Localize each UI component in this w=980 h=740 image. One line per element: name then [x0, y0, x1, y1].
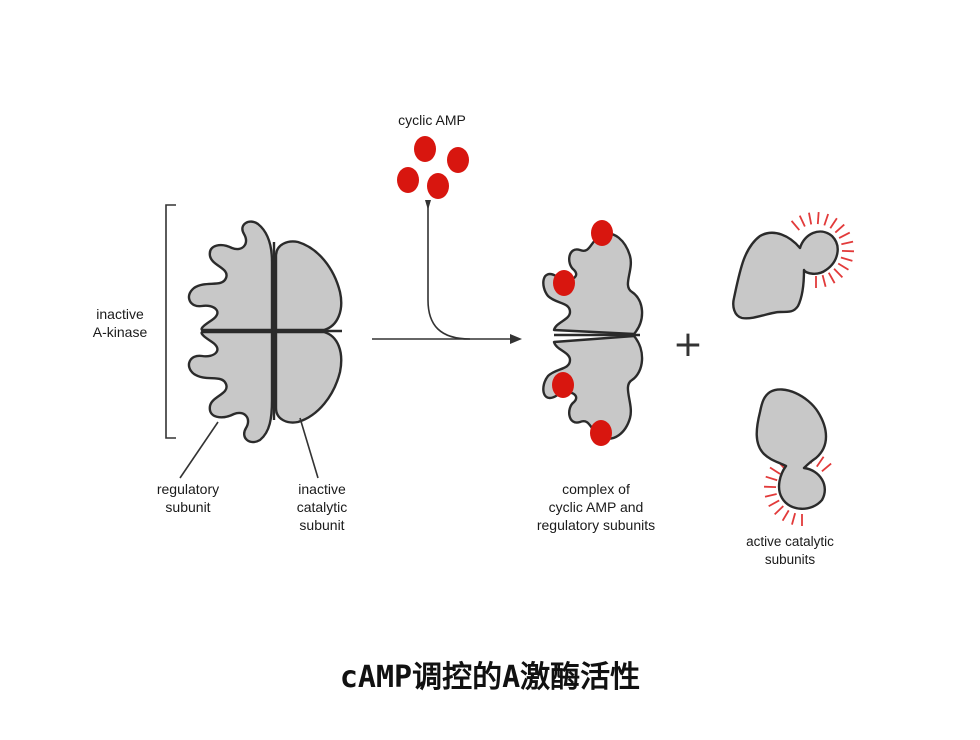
camp-molecule	[397, 167, 419, 193]
activity-ray	[829, 273, 835, 283]
activity-ray	[770, 467, 780, 473]
regulatory-label-line1: regulatory	[157, 481, 219, 497]
activity-ray	[830, 218, 837, 228]
slide-caption: cAMP调控的A激酶活性	[0, 652, 980, 696]
activity-ray	[792, 221, 800, 230]
activity-ray	[835, 225, 844, 233]
camp-molecule	[414, 136, 436, 162]
activity-ray	[818, 212, 819, 224]
catalytic-pointer	[300, 418, 318, 478]
activity-ray	[800, 216, 805, 227]
activity-ray	[769, 500, 780, 506]
camp-label: cyclic AMP	[398, 112, 466, 128]
catalytic-label-line1: inactive	[298, 481, 346, 497]
inactive-label-line2: A-kinase	[93, 324, 148, 340]
bound-camp	[552, 372, 574, 398]
activity-ray	[838, 264, 848, 270]
catalytic-subunit-top	[276, 242, 341, 330]
activity-ray	[841, 242, 853, 245]
camp-molecules	[397, 136, 469, 199]
regulatory-subunit-bottom	[189, 332, 272, 442]
catalytic-label-line3: subunit	[299, 517, 344, 533]
activity-ray	[823, 275, 826, 287]
bound-camp	[591, 220, 613, 246]
activity-ray	[822, 464, 831, 472]
active-catalytic-subunit-top	[733, 212, 854, 318]
activity-ray	[809, 213, 811, 225]
activity-ray	[765, 494, 777, 497]
active-catalytic-subunit-bottom	[757, 389, 831, 526]
inactive-a-kinase	[189, 222, 342, 442]
active-label-line1: active catalytic	[746, 534, 834, 549]
complex-label-line1: complex of	[562, 481, 630, 497]
camp-molecule	[427, 173, 449, 199]
complex-label-line3: regulatory subunits	[537, 517, 655, 533]
regulatory-label-line2: subunit	[165, 499, 210, 515]
active-label-line2: subunits	[765, 552, 816, 567]
catalytic-subunit-bottom	[276, 332, 341, 422]
reaction-arrow	[372, 200, 522, 344]
activity-ray	[841, 257, 852, 260]
activity-ray	[775, 506, 784, 514]
inactive-label-line1: inactive	[96, 306, 144, 322]
complex-label-line2: cyclic AMP and	[549, 499, 644, 515]
catalytic-label-line2: catalytic	[297, 499, 348, 515]
activity-ray	[834, 269, 842, 278]
inactive-bracket	[166, 205, 176, 438]
regulatory-subunit-top	[189, 222, 272, 330]
activity-ray	[824, 214, 828, 225]
activity-ray	[783, 510, 789, 520]
bound-camp	[553, 270, 575, 296]
regulatory-pointer	[180, 422, 218, 478]
activity-ray	[839, 233, 850, 239]
activity-ray	[817, 457, 824, 467]
camp-regulatory-complex	[543, 220, 642, 446]
activity-ray	[792, 513, 795, 525]
activity-ray	[766, 477, 777, 481]
bound-camp	[590, 420, 612, 446]
camp-molecule	[447, 147, 469, 173]
plus-sign: +	[673, 324, 703, 365]
